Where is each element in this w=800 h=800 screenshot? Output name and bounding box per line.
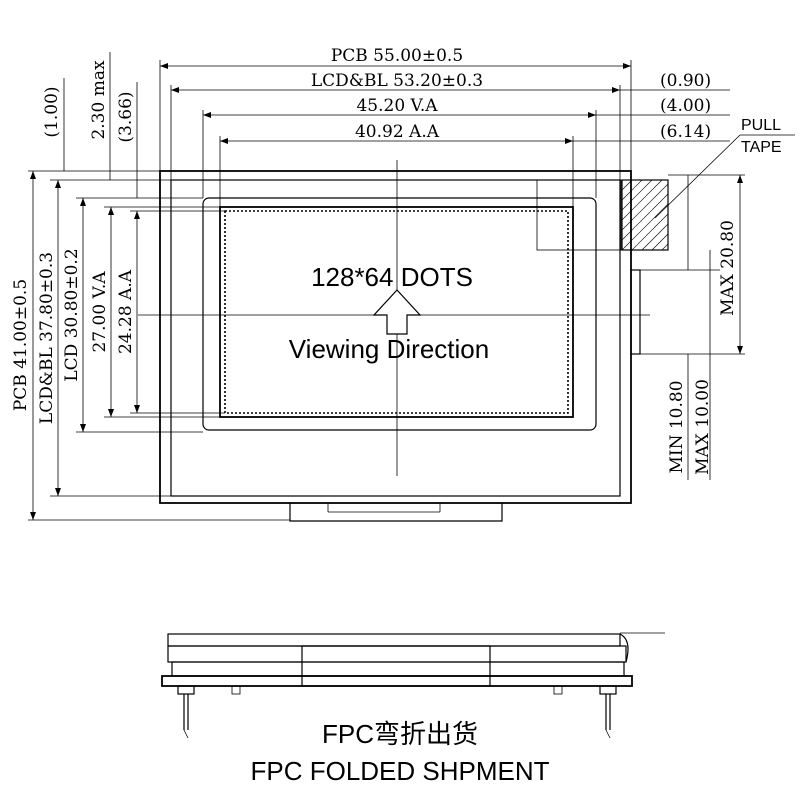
left-dimensions: (1.00) 2.30 max (3.66) PCB 41.00±0.5 LCD…	[11, 52, 290, 521]
dim-1-00: (1.00)	[42, 86, 62, 137]
dim-lcd-bl-height: LCD&BL 37.80±0.3	[37, 252, 57, 424]
pull-tape	[621, 179, 669, 251]
tape-label: TAPE	[741, 139, 782, 156]
lcd-glass-outline	[202, 197, 597, 431]
bottom-notch	[289, 503, 503, 522]
dim-va-height: 27.00 V.A	[90, 271, 110, 353]
active-area	[224, 210, 569, 414]
side-view	[161, 632, 665, 739]
viewing-area	[219, 206, 574, 418]
top-dimensions: PCB 55.00±0.5 LCD&BL 53.20±0.3 45.20 V.A…	[159, 46, 632, 207]
dim-pcb-width: PCB 55.00±0.5	[331, 46, 463, 66]
dim-pcb-height: PCB 41.00±0.5	[11, 279, 31, 411]
dim-4-00: (4.00)	[660, 96, 711, 116]
right-vertical-dims: MAX 20.80 MIN 10.80 MAX 10.00	[631, 174, 745, 480]
dim-6-14: (6.14)	[660, 122, 711, 142]
right-fpc-tab	[630, 269, 641, 355]
dim-max-20-80: MAX 20.80	[718, 220, 738, 316]
dim-min-10-80: MIN 10.80	[667, 380, 687, 473]
dim-lcd-bl-width: LCD&BL 53.20±0.3	[311, 71, 483, 91]
dim-0-90: (0.90)	[660, 71, 711, 91]
caption-chinese: FPC弯折出货	[322, 719, 478, 749]
viewing-direction-arrow-icon	[372, 289, 422, 335]
dim-2-30-max: 2.30 max	[89, 60, 109, 140]
pull-label: PULL	[741, 117, 781, 134]
front-view	[138, 160, 669, 522]
dim-lcd-height: LCD 30.80±0.2	[62, 248, 82, 381]
caption-english: FPC FOLDED SHPMENT	[250, 756, 549, 786]
dim-aa-width: 40.92 A.A	[355, 122, 440, 142]
dim-max-10-00: MAX 10.00	[693, 379, 713, 475]
dots-label: 128*64 DOTS	[311, 262, 473, 292]
lcd-bl-outline	[170, 179, 621, 497]
component-box	[536, 179, 622, 251]
dim-aa-height: 24.28 A.A	[116, 269, 136, 354]
dim-va-width: 45.20 V.A	[356, 96, 438, 116]
right-small-dims: (0.90) (4.00) (6.14) PULL TAPE	[573, 71, 795, 219]
viewing-direction-label: Viewing Direction	[289, 334, 489, 364]
dim-3-66: (3.66)	[116, 91, 136, 142]
